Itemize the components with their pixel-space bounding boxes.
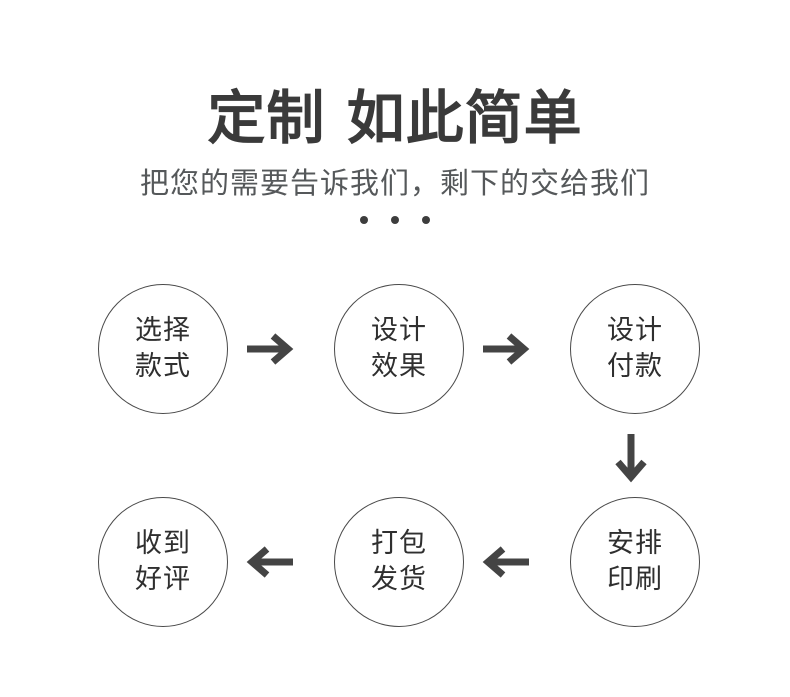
arrow-right-icon — [243, 330, 303, 368]
flow-step-select-style[interactable]: 选择 款式 — [98, 284, 228, 414]
flow-step-label-line2: 效果 — [371, 351, 427, 382]
flow-step-design-effect[interactable]: 设计 效果 — [334, 284, 464, 414]
flow-step-label-line2: 付款 — [607, 351, 663, 382]
page-title: 定制 如此简单 — [207, 84, 583, 152]
flow-step-label-line1: 安排 — [607, 528, 663, 560]
flow-step-label-line2: 印刷 — [607, 564, 663, 595]
arrow-left-icon — [479, 543, 539, 581]
separator-dot — [391, 216, 399, 225]
flow-step-label-line1: 设计 — [371, 315, 427, 347]
flow-step-label-line1: 选择 — [135, 315, 191, 347]
separator-dot — [422, 216, 430, 225]
flow-step-arrange-printing[interactable]: 安排 印刷 — [570, 497, 700, 627]
flow-step-label-line2: 好评 — [135, 564, 191, 595]
page-subtitle: 把您的需要告诉我们，剩下的交给我们 — [139, 165, 650, 200]
flow-step-label-line2: 发货 — [371, 564, 427, 595]
flow-step-design-payment[interactable]: 设计 付款 — [570, 284, 700, 414]
flow-step-label-line1: 收到 — [135, 528, 191, 560]
flow-step-receive-review[interactable]: 收到 好评 — [98, 497, 228, 627]
flow-step-label-line2: 款式 — [135, 351, 191, 382]
header: 定制 如此简单 把您的需要告诉我们，剩下的交给我们 — [0, 0, 790, 225]
separator-dot — [360, 216, 368, 225]
flow-step-pack-ship[interactable]: 打包 发货 — [334, 497, 464, 627]
flow-step-label-line1: 设计 — [607, 315, 663, 347]
arrow-right-icon — [479, 330, 539, 368]
dots-separator — [360, 200, 430, 225]
arrow-left-icon — [243, 543, 303, 581]
arrow-down-icon — [609, 430, 653, 490]
flow-step-label-line1: 打包 — [371, 528, 427, 560]
